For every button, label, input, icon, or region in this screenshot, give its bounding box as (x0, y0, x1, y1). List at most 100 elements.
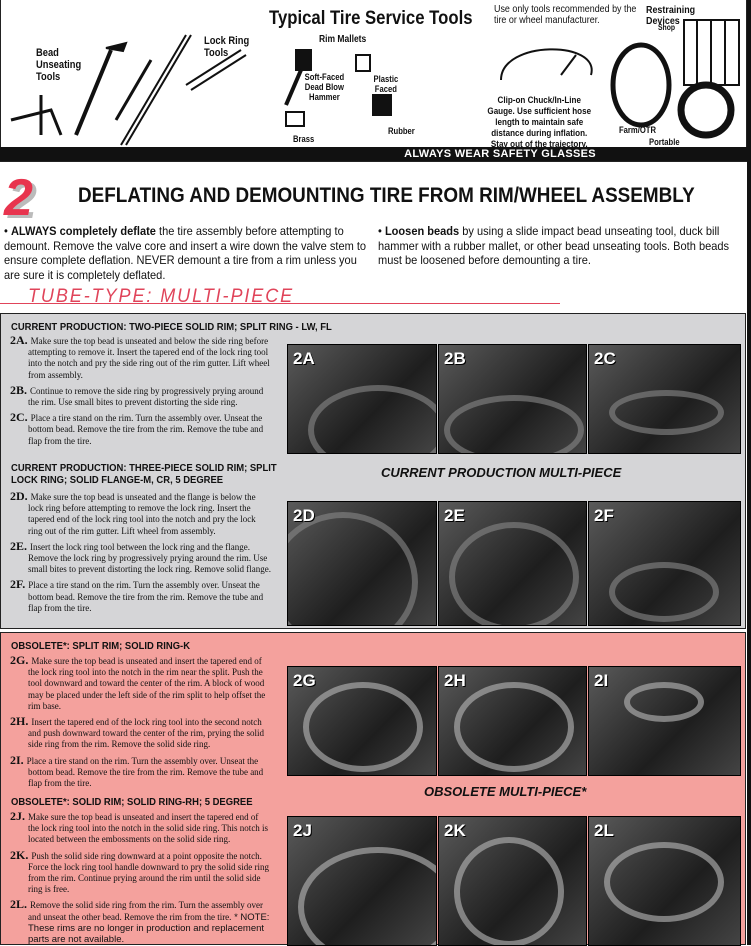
steps-2a-2c: 2A.Make sure the top bead is unseated an… (1, 333, 271, 447)
step-2l: 2L.Remove the solid side ring from the r… (1, 897, 271, 946)
step-text: Place a tire stand on the rim. Turn the … (26, 755, 264, 789)
obsolete-caption: OBSOLETE MULTI-PIECE* (424, 784, 587, 799)
photo-2e: 2E (438, 501, 587, 626)
photo-label: 2H (444, 671, 466, 690)
bullet-deflate-bold: ALWAYS completely deflate (10, 224, 156, 238)
safety-banner: ALWAYS WEAR SAFETY GLASSES (253, 147, 747, 161)
recommend-note: Use only tools recommended by the tire o… (494, 3, 637, 26)
photo-2b: 2B (438, 344, 587, 454)
bullet-deflate: • ALWAYS completely deflate the tire ass… (4, 224, 367, 282)
photo-2d: 2D (287, 501, 437, 626)
step-label: 2H. (10, 714, 29, 729)
soft-faced-label: Soft-Faced Dead Blow Hammer (304, 72, 345, 102)
step-2b: 2B.Continue to remove the side ring by p… (1, 382, 271, 408)
step-2e: 2E.Insert the lock ring tool between the… (1, 538, 271, 576)
step-2i: 2I.Place a tire stand on the rim. Turn t… (1, 752, 271, 790)
section-number: 2 (4, 169, 33, 227)
rubber-label: Rubber (388, 126, 415, 136)
step-label: 2I. (10, 752, 24, 767)
current-caption: CURRENT PRODUCTION MULTI-PIECE (381, 465, 622, 480)
shop-label: Shop (658, 23, 675, 32)
obsolete-heading-2: OBSOLETE*: SOLID RIM; SOLID RING-RH; 5 D… (11, 796, 253, 808)
step-text: Make sure the top bead is unseated and b… (28, 336, 270, 380)
obsolete-panel: OBSOLETE*: SPLIT RIM; SOLID RING-K 2G.Ma… (0, 632, 746, 946)
step-2k: 2K.Push the solid side ring downward at … (1, 847, 271, 896)
step-2c: 2C.Place a tire stand on the rim. Turn t… (1, 410, 271, 447)
obsolete-note: * NOTE: These rims are no longer in prod… (28, 911, 270, 946)
photo-label: 2E (444, 506, 465, 525)
photo-label: 2C (594, 349, 616, 368)
farm-label: Farm/OTR (619, 125, 656, 135)
steps-2j-2l: 2J.Make sure the top bead is unseated an… (1, 809, 271, 946)
tool-illustrations (10, 19, 740, 146)
step-label: 2F. (10, 577, 26, 592)
step-2j: 2J.Make sure the top bead is unseated an… (1, 809, 271, 846)
photo-2c: 2C (588, 344, 741, 454)
step-text: Remove the solid side ring from the rim.… (28, 900, 263, 922)
photo-label: 2A (293, 349, 315, 368)
step-label: 2G. (10, 653, 29, 667)
obsolete-heading-1: OBSOLETE*: SPLIT RIM; SOLID RING-K (11, 640, 191, 652)
tools-panel: Typical Tire Service Tools Bead Unseatin… (0, 0, 747, 162)
step-label: 2C. (10, 410, 28, 425)
step-2d: 2D.Make sure the top bead is unseated an… (1, 489, 271, 537)
bullet-deflate-text: the tire assembly before attempting to d… (4, 224, 367, 282)
photo-2l: 2L (588, 816, 741, 946)
lock-ring-label: Lock Ring Tools (204, 35, 250, 59)
photo-2j: 2J (287, 816, 437, 946)
gauge-note: Clip-on Chuck/In-Line Gauge. Use suffici… (487, 95, 592, 150)
restraining-label: Restraining Devices (646, 4, 696, 27)
photo-2f: 2F (588, 501, 741, 626)
step-label: 2A. (10, 333, 28, 347)
tools-title: Typical Tire Service Tools (269, 8, 473, 29)
section-title: DEFLATING AND DEMOUNTING TIRE FROM RIM/W… (78, 184, 695, 207)
bullet-loosen-bold: Loosen beads (384, 224, 460, 238)
photo-2i: 2I (588, 666, 741, 776)
step-text: Insert the lock ring tool between the lo… (28, 541, 271, 575)
subsection-underline (0, 303, 560, 304)
step-label: 2B. (10, 382, 28, 397)
plastic-faced-label: Plastic Faced (373, 74, 399, 94)
step-text: Continue to remove the side ring by prog… (28, 385, 264, 408)
step-text: Insert the tapered end of the lock ring … (28, 717, 264, 750)
current-production-panel: CURRENT PRODUCTION: TWO-PIECE SOLID RIM;… (0, 313, 746, 629)
photo-2a: 2A (287, 344, 437, 454)
step-2g: 2G.Make sure the top bead is unseated an… (1, 653, 271, 712)
step-label: 2K. (10, 847, 29, 862)
step-text: Make sure the top bead is unseated and i… (28, 656, 266, 711)
step-label: 2J. (10, 809, 25, 823)
step-text: Make sure the top bead is unseated and i… (28, 812, 269, 845)
photo-label: 2D (293, 506, 315, 525)
photo-label: 2G (293, 671, 316, 690)
photo-label: 2I (594, 671, 609, 690)
photo-label: 2J (293, 821, 312, 840)
photo-label: 2F (594, 506, 614, 525)
step-2a: 2A.Make sure the top bead is unseated an… (1, 333, 271, 381)
bullet-loosen: • Loosen beads by using a slide impact b… (378, 224, 730, 267)
bullet-loosen-text: by using a slide impact bead unseating t… (378, 224, 730, 267)
photo-2g: 2G (287, 666, 437, 776)
steps-2g-2i: 2G.Make sure the top bead is unseated an… (1, 653, 271, 790)
step-text: Make sure the top bead is unseated and t… (28, 492, 256, 536)
step-text: Place a tire stand on the rim. Turn the … (28, 413, 264, 446)
photo-label: 2B (444, 349, 466, 368)
subsection-title: TUBE-TYPE: MULTI-PIECE (28, 286, 295, 307)
step-label: 2E. (10, 538, 28, 553)
photo-2h: 2H (438, 666, 587, 776)
photo-2k: 2K (438, 816, 587, 946)
rim-mallets-label: Rim Mallets (319, 34, 367, 45)
photo-label: 2L (594, 821, 614, 840)
steps-2d-2f: 2D.Make sure the top bead is unseated an… (1, 489, 271, 614)
step-text: Place a tire stand on the rim. Turn the … (28, 580, 264, 613)
portable-label: Portable (649, 137, 680, 147)
step-2h: 2H.Insert the tapered end of the lock ri… (1, 714, 271, 751)
page-edge (747, 0, 751, 945)
step-label: 2L. (10, 897, 28, 912)
step-label: 2D. (10, 489, 28, 503)
photo-label: 2K (444, 821, 466, 840)
current-heading-2: CURRENT PRODUCTION: THREE-PIECE SOLID RI… (11, 462, 277, 486)
safety-bar-left (0, 147, 253, 161)
current-heading-1: CURRENT PRODUCTION: TWO-PIECE SOLID RIM;… (11, 321, 332, 333)
bead-unseating-label: Bead Unseating Tools (36, 47, 82, 83)
brass-label: Brass (293, 134, 315, 144)
